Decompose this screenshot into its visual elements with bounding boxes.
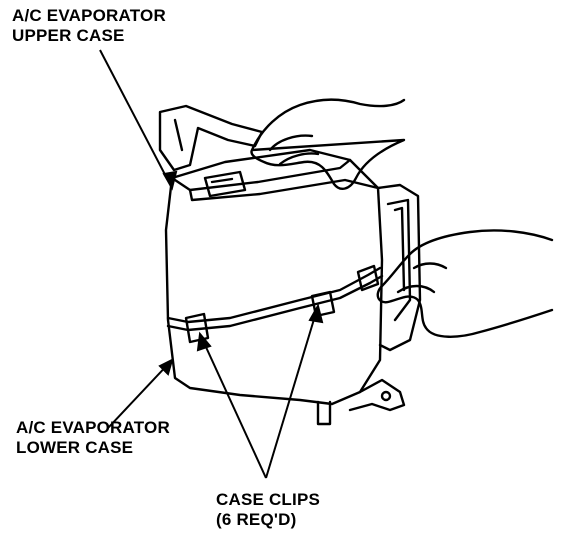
case-clips-label: CASE CLIPS (6 REQ'D) [216,490,320,530]
lower-mounting-bracket [348,378,406,412]
lower-case-label: A/C EVAPORATOR LOWER CASE [16,418,170,458]
right-hand [376,229,554,338]
lower-case-label-line1: A/C EVAPORATOR [16,418,170,437]
case-clip-middle [310,290,336,318]
clip-leader-left [199,333,267,479]
case-parting-line [166,266,382,324]
case-clips-label-line2: (6 REQ'D) [216,510,297,529]
upper-case-lid [170,158,352,192]
upper-case-label-line2: UPPER CASE [12,26,125,45]
case-clip-right [356,264,380,292]
drain-tube [316,400,332,426]
case-clips-label-line1: CASE CLIPS [216,490,321,509]
evaporator-case-body [164,148,384,406]
lower-case-label-line2: LOWER CASE [16,438,134,457]
upper-case-label: A/C EVAPORATOR UPPER CASE [12,6,166,46]
duct-outlet [376,183,422,352]
upper-mounting-bracket [158,104,264,172]
upper-case-label-line1: A/C EVAPORATOR [12,6,166,25]
case-clip-left [184,312,210,344]
upper-case-leader [99,49,173,189]
lower-case-leader [107,359,173,429]
top-cap [203,170,247,198]
clip-leader-right [265,305,319,479]
upper-hand [250,98,406,190]
